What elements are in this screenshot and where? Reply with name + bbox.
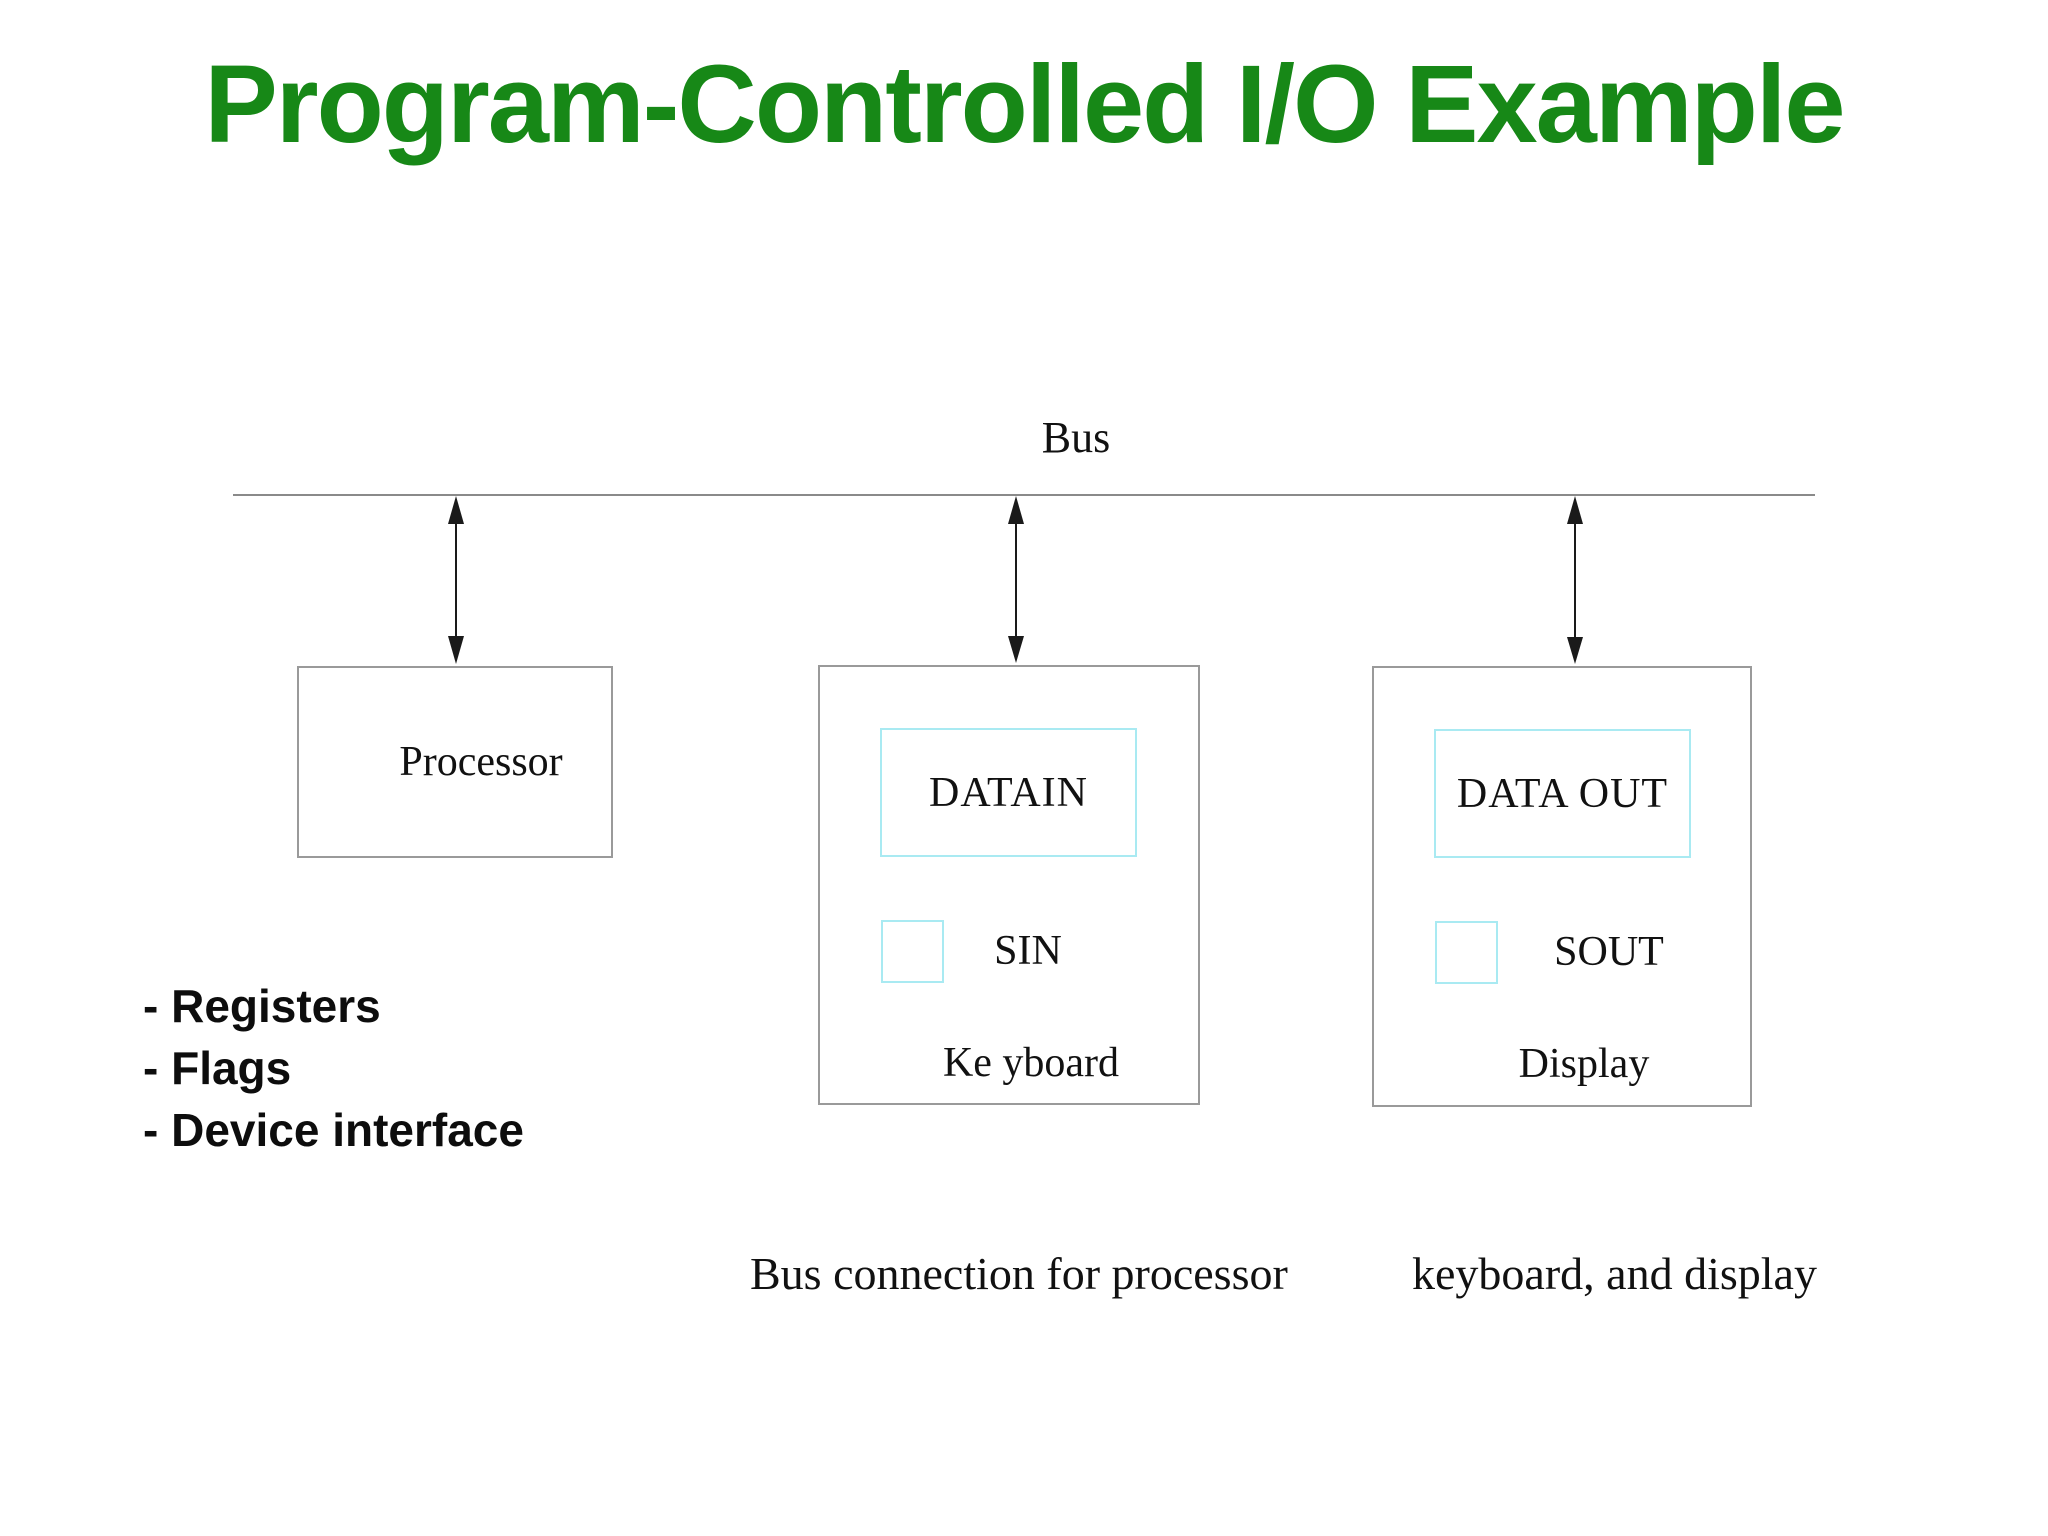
caption-bus-connection: Bus connection for processor [750,1248,1288,1299]
datain-register-label: DATAIN [929,769,1088,816]
sin-flag-label: SIN [994,928,1062,974]
datain-register-box: DATAIN [880,728,1137,857]
display-box: DATA OUT SOUT Display [1372,666,1752,1107]
note-device-interface: - Device interface [143,1104,524,1156]
keyboard-box: DATAIN SIN Ke yboard [818,665,1200,1105]
bus-arrow-display [1567,496,1583,664]
display-device-label: Display [1518,1041,1650,1087]
slide-title: Program-Controlled I/O Example [204,43,1845,166]
bus-arrow-processor [448,496,464,664]
processor-label: Processor [399,739,563,785]
sout-flag-label: SOUT [1554,929,1664,975]
dataout-register-box: DATA OUT [1434,729,1691,858]
dataout-register-label: DATA OUT [1456,770,1669,817]
bus-arrow-keyboard [1008,496,1024,663]
caption-keyboard-display: keyboard, and display [1412,1248,1817,1299]
notes-list: - Registers - Flags - Device interface [143,975,524,1161]
bus-label: Bus [1041,413,1111,462]
note-registers: - Registers [143,980,381,1032]
note-flags: - Flags [143,1042,292,1094]
sout-flag-box [1435,921,1498,984]
sin-flag-box [881,920,944,983]
processor-box: Processor [297,666,613,858]
bus-line [233,494,1815,496]
keyboard-device-label: Ke yboard [942,1040,1120,1086]
